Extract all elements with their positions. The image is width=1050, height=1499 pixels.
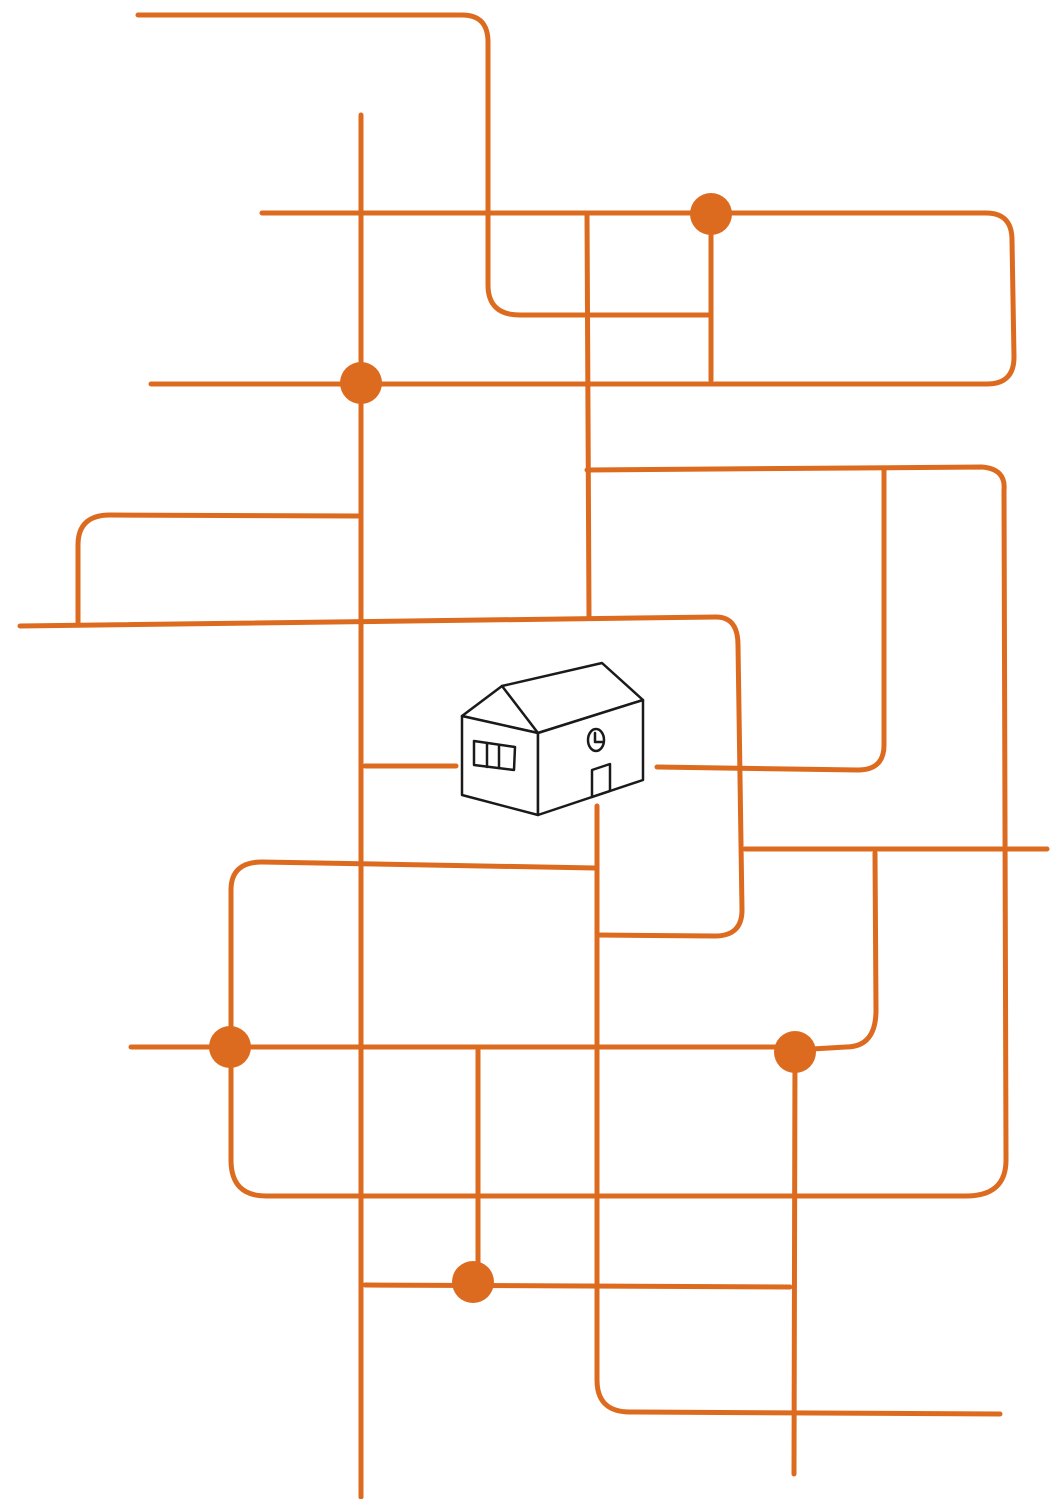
junction-dots (209, 193, 816, 1303)
road-11 (594, 803, 1003, 1417)
junction-dot (340, 362, 382, 404)
road-3 (148, 210, 1017, 387)
clock-icon (586, 727, 606, 753)
junction-dot (690, 193, 732, 235)
road-4 (584, 210, 592, 620)
junction-dot (452, 1261, 494, 1303)
road-6 (228, 464, 1009, 1199)
door-icon (590, 762, 612, 799)
house-ridge (500, 684, 540, 735)
road-7 (654, 467, 887, 773)
junction-dot (774, 1031, 816, 1073)
road-13 (792, 850, 879, 1053)
road-9 (17, 614, 745, 939)
house-right-wall (536, 698, 645, 817)
road-17 (791, 1047, 798, 1477)
house-icon (460, 661, 645, 817)
road-1 (135, 12, 711, 318)
road-lines (17, 12, 1050, 1499)
junction-dot (209, 1026, 251, 1068)
road-8 (75, 512, 361, 626)
window-icon (472, 739, 517, 772)
road-16 (362, 1282, 793, 1290)
